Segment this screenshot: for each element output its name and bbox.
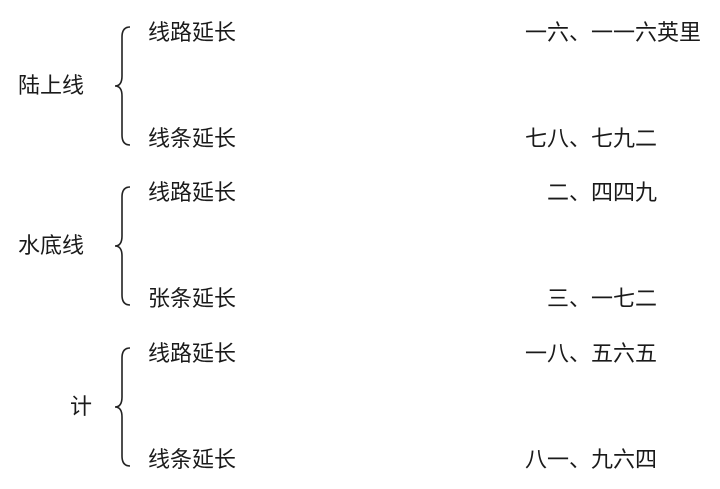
group-underwater-line: 水底线 线路延长 二、四四九 张条延长 三、一七二: [0, 181, 720, 312]
row-item-label: 线路延长: [148, 342, 237, 367]
row-value: 七八、七九二: [524, 127, 657, 152]
brace-icon: [114, 26, 131, 146]
row-value: 八一、九六四: [524, 448, 657, 473]
brace-icon: [114, 347, 131, 467]
group-land-line: 陆上线 线路延长 一六、一一六英里 线条延长 七八、七九二: [0, 21, 720, 152]
category-label: 陆上线: [18, 74, 85, 99]
row-item-label: 线条延长: [148, 127, 237, 152]
row-item-label: 线条延长: [148, 448, 237, 473]
row-value: 一六、一一六英里: [524, 21, 701, 47]
value-text: 一六、一一六: [524, 21, 657, 46]
row-item-label: 张条延长: [148, 287, 237, 312]
category-label: 计: [70, 395, 93, 420]
row-value: 三、一七二: [546, 287, 657, 312]
row-value: 二、四四九: [546, 181, 657, 206]
category-label: 水底线: [18, 234, 85, 259]
row-item-label: 线路延长: [148, 21, 237, 46]
group-total: 计 线路延长 一八、五六五 线条延长 八一、九六四: [0, 342, 720, 473]
unit-text: 英里: [657, 21, 702, 46]
brace-icon: [114, 186, 131, 306]
row-value: 一八、五六五: [524, 342, 657, 367]
row-item-label: 线路延长: [148, 181, 237, 206]
